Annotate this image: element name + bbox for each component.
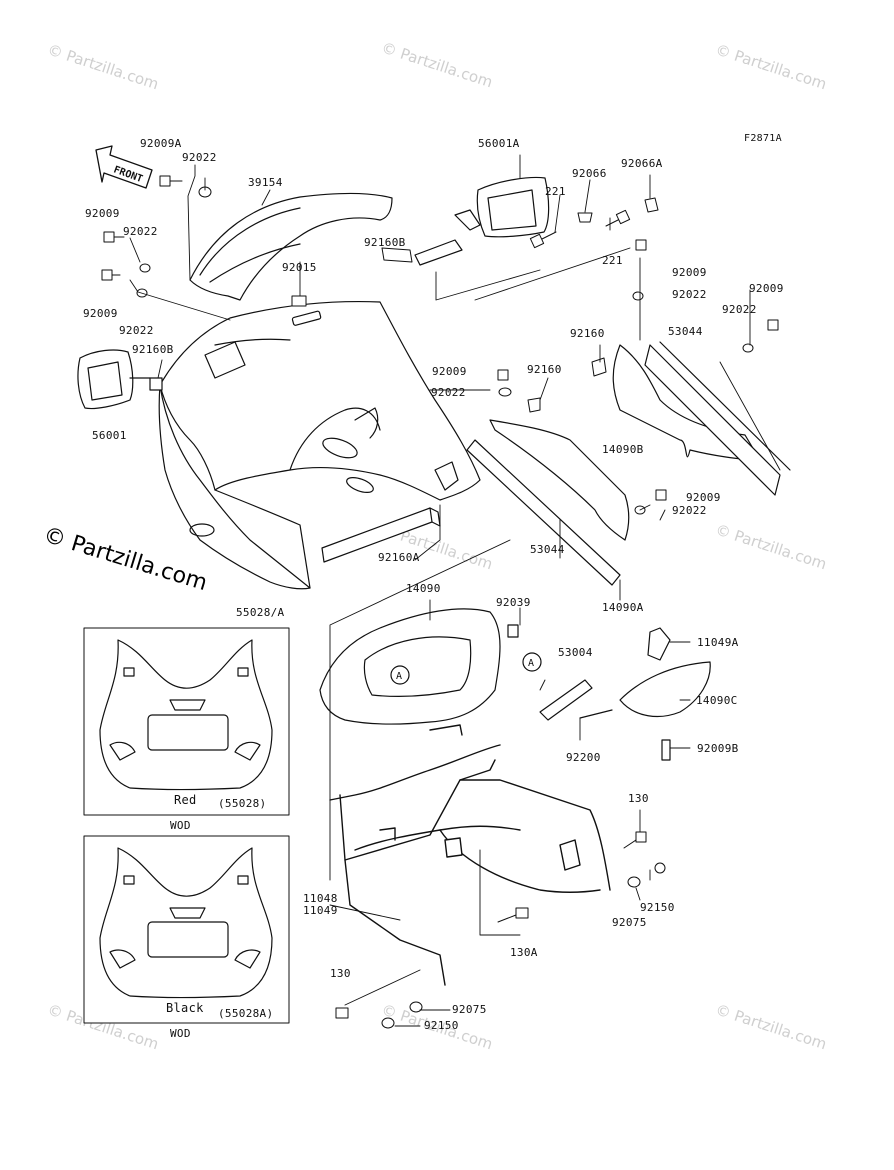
part-label: 92066A [621,157,663,170]
variant-color: Red [174,793,197,807]
windscreen-drawing [189,192,393,301]
lower-fasteners-drawing [335,831,666,1029]
left-mirror-drawing [77,349,163,410]
part-label: 92022 [722,303,757,316]
part-label: 92009 [672,266,707,279]
inner-panel-mid-drawing [466,419,630,586]
part-label: 56001 [92,429,127,442]
variant-color: Black [166,1001,204,1015]
part-label: 55028/A [236,606,285,619]
part-label: 92160B [364,236,406,249]
part-label: 92022 [431,386,466,399]
part-label: 221 [602,254,623,267]
part-label: 92075 [452,1003,487,1016]
meter-cover-drawing: A A [319,608,542,725]
seal-drawing [539,679,613,721]
variant-part: (55028) [218,797,267,810]
part-label: 11049 [303,904,338,917]
part-label: 92039 [496,596,531,609]
upper-cowl-drawing [158,300,481,590]
bolts-drawing [101,175,779,515]
part-label: 14090A [602,601,644,614]
part-label: 92009 [85,207,120,220]
part-label: 56001A [478,137,520,150]
callout-a-left: A [396,671,402,682]
front-arrow-icon: FRONT [95,145,153,189]
variant-part: (55028A) [218,1007,274,1020]
part-label: 130 [628,792,649,805]
part-label: 11049A [697,636,739,649]
figure-code: F2871A [744,133,782,144]
part-label: 92022 [123,225,158,238]
duct-drawing [321,507,441,563]
part-label: 14090B [602,443,644,456]
part-label: 130 [330,967,351,980]
part-label: 53044 [530,543,565,556]
part-label: 92160 [570,327,605,340]
variant-black-drawing [83,835,290,1024]
callout-a-right: A [528,658,534,669]
part-label: 92075 [612,916,647,929]
part-label: 92160 [527,363,562,376]
part-label: 92022 [672,288,707,301]
part-label: 53044 [668,325,703,338]
part-label: 92009B [697,742,739,755]
part-label: 92015 [282,261,317,274]
part-label: 92160A [378,551,420,564]
right-mirror-drawing [414,176,550,266]
part-label: 14090 [406,582,441,595]
stay-frame-drawing [329,724,611,986]
part-label: 92022 [672,504,707,517]
part-label: 92200 [566,751,601,764]
part-label: 92009 [749,282,784,295]
part-label: 221 [545,185,566,198]
part-label: 92009 [686,491,721,504]
inner-panel-right-drawing [612,341,791,496]
part-label: 53004 [558,646,593,659]
part-label: 92150 [424,1019,459,1032]
part-label: 92066 [572,167,607,180]
variant-note: WOD [170,1027,191,1040]
variant-note: WOD [170,819,191,832]
part-label: 92009 [83,307,118,320]
part-label: 39154 [248,176,283,189]
part-label: 11048 [303,892,338,905]
variant-red-drawing [83,627,290,816]
part-label: 92009 [432,365,467,378]
part-label: 92160B [132,343,174,356]
part-label: 92009A [140,137,182,150]
bracket-drawing [619,627,711,761]
part-label: 130A [510,946,538,959]
part-label: 92150 [640,901,675,914]
part-label: 92022 [119,324,154,337]
part-label: 14090C [696,694,738,707]
leader-lines [129,154,781,1027]
part-label: 92022 [182,151,217,164]
